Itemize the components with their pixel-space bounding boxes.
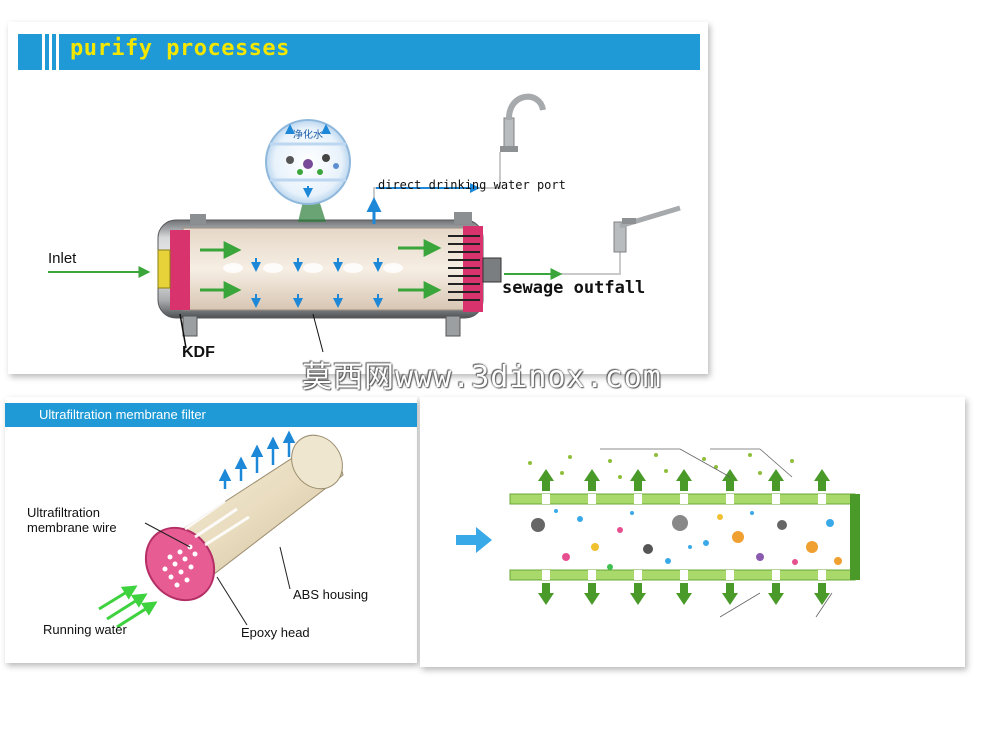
drinking-pipe [374,152,500,202]
membrane-cross-section-panel [420,397,965,667]
sewage-pipe [508,250,620,274]
membrane-callout-line [313,314,323,352]
uf-membrane-panel: Ultrafiltration membrane filter [5,397,417,663]
filter-tank-diagram: 净化水 [8,22,708,374]
running-water-arrows [99,587,155,627]
drinking-port-label: direct drinking water port [378,178,566,192]
abs-housing-label: ABS housing [293,587,368,602]
membrane-cross-section [420,397,965,667]
purify-process-panel: purify processes [8,22,708,374]
membrane-end-wall [850,494,860,580]
abs-callout-line [280,547,290,589]
sewage-outfall-label: sewage outfall [502,278,645,298]
kdf-label: KDF [182,344,215,362]
watermark: 莫西网www.3dinox.com [302,352,662,396]
entry-arrow-icon [456,527,492,553]
uf-cylinder [132,425,353,613]
drinking-faucet-icon [500,97,543,152]
epoxy-head-label: Epoxy head [241,625,310,640]
bubble-label: 净化水 [293,128,323,141]
sewage-faucet-icon [614,208,680,252]
running-water-label: Running water [43,622,127,637]
epoxy-callout-line [217,577,247,625]
magnified-water-bubble: 净化水 [266,120,350,204]
inlet-label: Inlet [48,250,76,267]
particles [531,509,842,570]
membrane-wire-label: Ultrafiltration membrane wire [27,505,117,535]
